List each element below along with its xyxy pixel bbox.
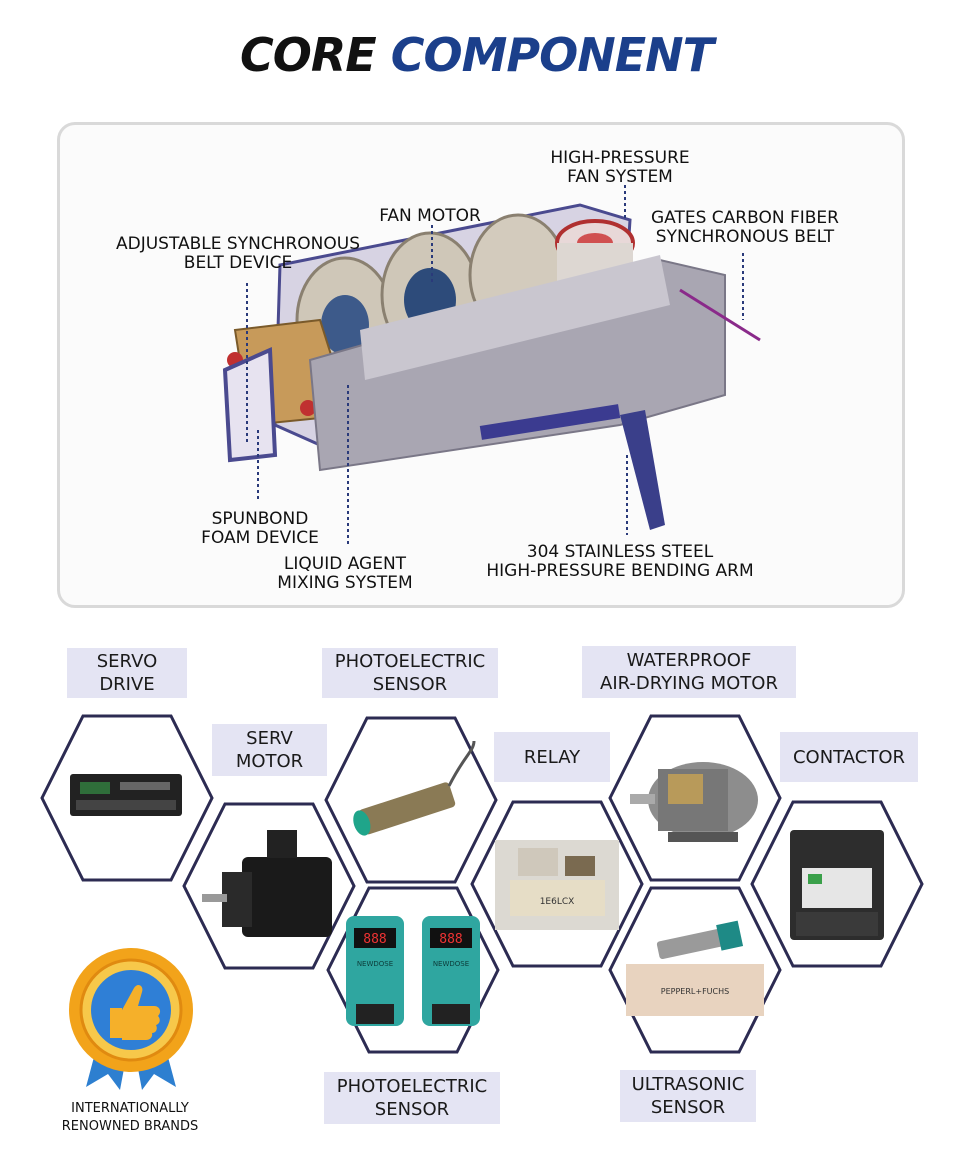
leader-lines: [246, 185, 744, 545]
title-word-core: CORE: [240, 28, 377, 82]
callout-fan-motor: FAN MOTOR: [379, 206, 481, 226]
pump-display-right: 888: [439, 932, 462, 947]
bending-arm: [620, 410, 665, 530]
thumbs-up-badge-icon: [69, 948, 193, 1090]
relay-model-text: 1E6LCX: [540, 897, 575, 907]
label-relay: RELAY: [494, 732, 610, 782]
fan-motor-left: [321, 295, 369, 355]
knob-2: [300, 400, 316, 416]
badge-caption: INTERNATIONALLY RENOWNED BRANDS: [61, 1101, 199, 1134]
machine-diagram-panel: ADJUSTABLE SYNCHRONOUS BELT DEVICE FAN M…: [57, 122, 905, 608]
pump-display-left: 888: [363, 932, 386, 947]
label-ultrasonic-sensor: ULTRASONIC SENSOR: [620, 1070, 756, 1122]
callout-gates-belt: GATES CARBON FIBER SYNCHRONOUS BELT: [651, 208, 839, 247]
label-contactor: CONTACTOR: [780, 732, 918, 782]
machine-illustration: [222, 185, 761, 545]
pump-brand-left: NEWDOSE: [357, 960, 393, 968]
hex-ultrasonic-sensor: PEPPERL+FUCHS: [608, 886, 782, 1054]
callout-adjustable-belt: ADJUSTABLE SYNCHRONOUS BELT DEVICE: [115, 234, 360, 273]
callout-hp-fan: HIGH-PRESSURE FAN SYSTEM: [550, 148, 690, 187]
side-plate: [222, 346, 278, 463]
hex-contactor: [750, 800, 924, 968]
label-servo-drive: SERVO DRIVE: [67, 648, 187, 698]
hex-relay: 1E6LCX: [470, 800, 644, 968]
label-serv-motor: SERV MOTOR: [212, 724, 327, 776]
label-waterproof-motor: WATERPROOF AIR-DRYING MOTOR: [582, 646, 796, 698]
label-photoelectric-sensor-bottom: PHOTOELECTRIC SENSOR: [324, 1072, 500, 1124]
ultrasonic-brand-text: PEPPERL+FUCHS: [661, 987, 729, 996]
hex-serv-motor: [182, 802, 356, 970]
callout-bending-arm: 304 STAINLESS STEEL HIGH-PRESSURE BENDIN…: [486, 542, 754, 581]
pump-brand-right: NEWDOSE: [433, 960, 469, 968]
page-title: CORE COMPONENT: [0, 28, 953, 82]
hex-servo-drive: [40, 714, 214, 882]
callout-spunbond: SPUNBOND FOAM DEVICE: [201, 509, 319, 548]
title-word-component: COMPONENT: [390, 28, 714, 82]
label-photoelectric-sensor-top: PHOTOELECTRIC SENSOR: [322, 648, 498, 698]
hex-waterproof-motor: [608, 714, 782, 882]
front-cover-top: [360, 255, 670, 380]
bottom-rail: [479, 404, 621, 440]
hex-photoelectric-sensor-bottom: 888 888 NEWDOSE NEWDOSE: [326, 886, 500, 1054]
carbon-belt: [679, 288, 761, 342]
callout-liquid-agent: LIQUID AGENT MIXING SYSTEM: [277, 554, 413, 593]
hex-photoelectric-sensor-top: [324, 716, 498, 884]
